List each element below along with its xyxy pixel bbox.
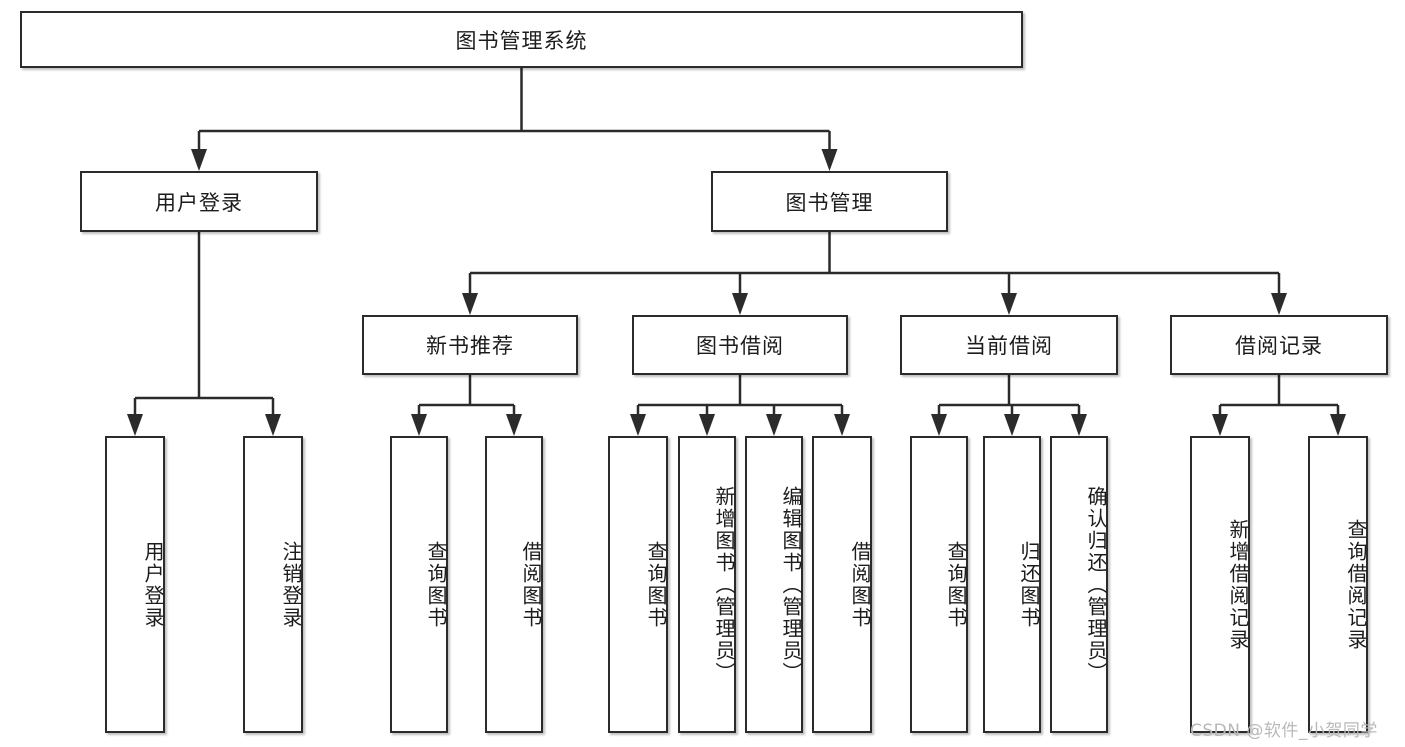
- node-label: 借阅记录: [1235, 334, 1323, 358]
- edge-arrowhead: [1001, 293, 1017, 315]
- node-label: 查询借阅记录: [1344, 518, 1368, 651]
- node-leaf-book-add[interactable]: 新增图书（管理员）: [678, 436, 736, 733]
- edge-arrowhead: [1004, 414, 1020, 436]
- edge-arrowhead: [265, 414, 281, 436]
- node-label: 图书管理: [785, 190, 874, 215]
- edge-arrowhead: [191, 149, 207, 171]
- node-leaf-user-logout[interactable]: 注销登录: [243, 436, 303, 733]
- node-label: 查询图书: [644, 540, 668, 629]
- node-label: 用户登录: [141, 540, 165, 629]
- node-label: 借阅图书: [848, 540, 872, 629]
- node-label: 查询图书: [944, 540, 968, 629]
- node-current-borrow[interactable]: 当前借阅: [900, 315, 1118, 375]
- node-label: 用户登录: [155, 190, 243, 215]
- node-leaf-book-edit[interactable]: 编辑图书（管理员）: [745, 436, 803, 733]
- node-label: 图书管理系统: [455, 28, 588, 53]
- node-label: 新增借阅记录: [1226, 518, 1250, 651]
- node-leaf-rec-query[interactable]: 查询图书: [390, 436, 448, 733]
- node-label: 确认归还（管理员）: [1084, 485, 1108, 684]
- edge-arrowhead: [1071, 414, 1087, 436]
- edge-arrowhead: [732, 293, 748, 315]
- node-label: 图书借阅: [696, 334, 784, 358]
- node-label: 新增图书（管理员）: [712, 485, 736, 684]
- node-label: 查询图书: [424, 540, 448, 629]
- edge-arrowhead: [1330, 414, 1346, 436]
- edge-arrowhead: [411, 414, 427, 436]
- node-leaf-cur-query[interactable]: 查询图书: [910, 436, 968, 733]
- node-label: 归还图书: [1017, 540, 1041, 629]
- node-new-book-rec[interactable]: 新书推荐: [362, 315, 578, 375]
- edge-arrowhead: [1212, 414, 1228, 436]
- watermark: CSDN @软件_小贺同学: [1190, 721, 1378, 741]
- edge-arrowhead: [931, 414, 947, 436]
- edge-arrowhead: [462, 293, 478, 315]
- node-label: 注销登录: [279, 540, 303, 629]
- node-leaf-user-login[interactable]: 用户登录: [105, 436, 165, 733]
- node-borrow-record[interactable]: 借阅记录: [1170, 315, 1388, 375]
- edge-arrowhead: [127, 414, 143, 436]
- node-book-manage[interactable]: 图书管理: [711, 171, 948, 232]
- edge-arrowhead: [506, 414, 522, 436]
- node-leaf-borrow-query[interactable]: 查询图书: [608, 436, 668, 733]
- node-leaf-rec-add[interactable]: 新增借阅记录: [1190, 436, 1250, 733]
- node-user-login[interactable]: 用户登录: [80, 171, 318, 232]
- edge-arrowhead: [699, 414, 715, 436]
- edge-arrowhead: [1271, 293, 1287, 315]
- node-label: 编辑图书（管理员）: [779, 485, 803, 684]
- node-label: 新书推荐: [426, 334, 514, 358]
- node-leaf-rec-search[interactable]: 查询借阅记录: [1308, 436, 1368, 733]
- node-label: 借阅图书: [519, 540, 543, 629]
- node-root[interactable]: 图书管理系统: [20, 11, 1023, 68]
- node-leaf-cur-return[interactable]: 归还图书: [983, 436, 1041, 733]
- edge-arrowhead: [834, 414, 850, 436]
- node-leaf-cur-confirm[interactable]: 确认归还（管理员）: [1050, 436, 1108, 733]
- node-label: 当前借阅: [965, 334, 1053, 358]
- node-book-borrow[interactable]: 图书借阅: [632, 315, 848, 375]
- edge-arrowhead: [630, 414, 646, 436]
- edge-arrowhead: [766, 414, 782, 436]
- node-leaf-book-borrow[interactable]: 借阅图书: [812, 436, 872, 733]
- edge-arrowhead: [821, 149, 838, 171]
- node-leaf-rec-borrow[interactable]: 借阅图书: [485, 436, 543, 733]
